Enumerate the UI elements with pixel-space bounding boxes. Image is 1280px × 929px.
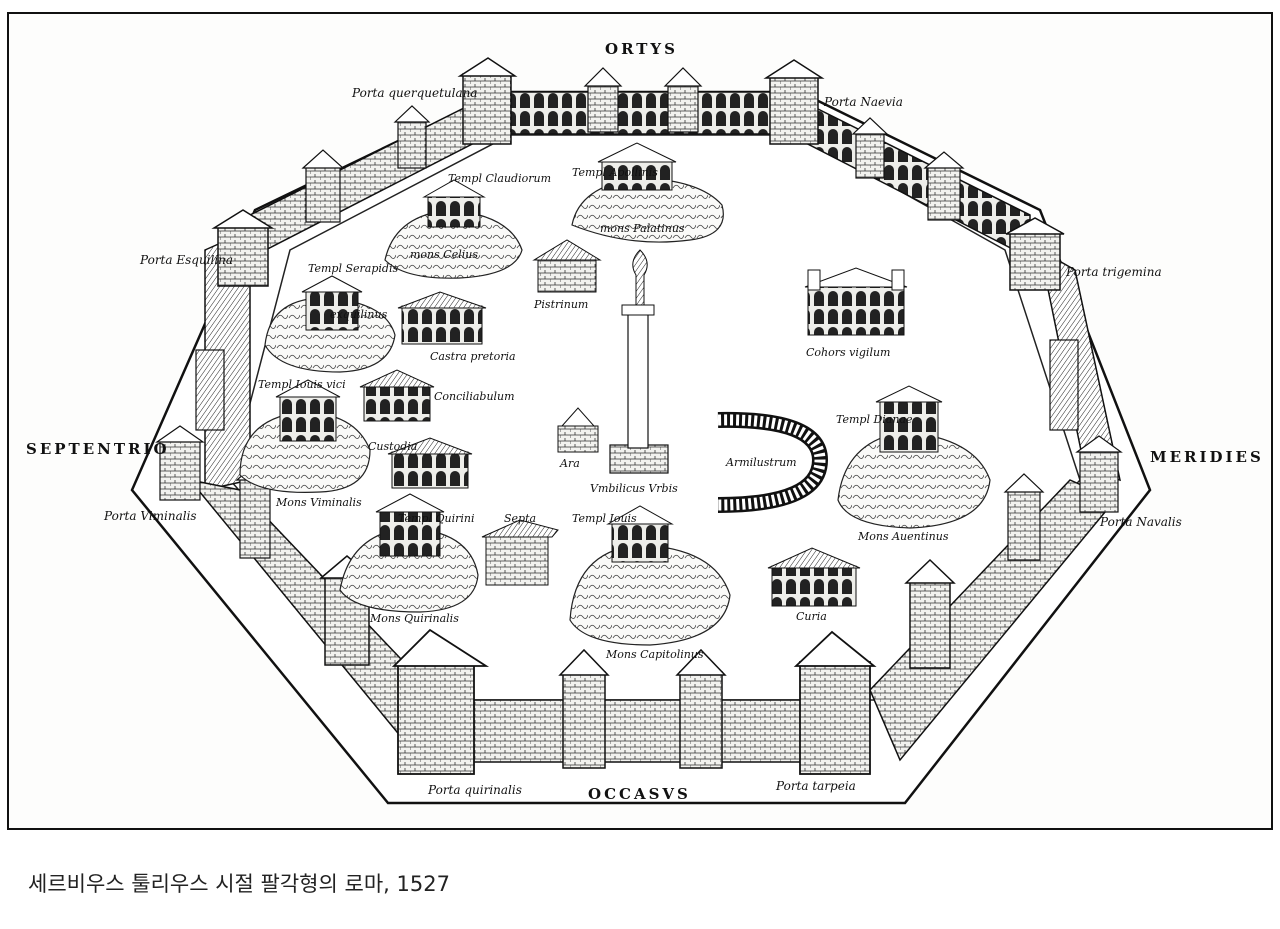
gate-label-quirinalis: Porta quirinalis bbox=[427, 783, 522, 797]
site-label: mons Celius bbox=[410, 248, 478, 261]
temple-icon bbox=[875, 385, 943, 453]
site-label: Armilustrum bbox=[725, 456, 797, 469]
tower-icon bbox=[393, 105, 431, 169]
tower-icon bbox=[457, 57, 518, 145]
site-label: Templ Claudiorum bbox=[448, 172, 551, 185]
altar-icon bbox=[557, 407, 599, 453]
tower-icon bbox=[195, 349, 225, 431]
hill-capitolinus bbox=[569, 544, 731, 646]
temple-icon bbox=[275, 379, 341, 442]
site-label: Templ Dianae bbox=[836, 413, 913, 426]
temple-icon bbox=[375, 493, 445, 557]
hill-quirinalis bbox=[339, 527, 479, 613]
building-icon bbox=[387, 437, 473, 489]
octagonal-rome-map: ORTYS OCCASVS SEPTENTRIO MERIDIES Porta … bbox=[26, 40, 1264, 805]
tower-icon bbox=[391, 628, 490, 775]
amphitheatre-icon bbox=[717, 411, 829, 513]
gate-label-tarpeia: Porta tarpeia bbox=[775, 779, 856, 793]
tower-icon bbox=[793, 630, 877, 775]
direction-north: ORTYS bbox=[605, 40, 678, 58]
hill-esquilinus bbox=[264, 297, 396, 373]
fortress-icon bbox=[804, 267, 908, 336]
tower-icon bbox=[301, 149, 345, 223]
direction-east: MERIDIES bbox=[1150, 448, 1264, 466]
gate-label-navalis: Porta Navalis bbox=[1099, 515, 1182, 529]
hill-viminalis bbox=[239, 411, 371, 493]
site-label: Templ Quirini bbox=[398, 512, 474, 525]
temple-icon bbox=[597, 142, 677, 191]
building-icon bbox=[532, 239, 602, 293]
site-label: Mons Auentinus bbox=[857, 530, 949, 543]
direction-south: OCCASVS bbox=[588, 785, 691, 803]
site-label: Vmbilicus Vrbis bbox=[590, 482, 678, 495]
site-label: Templ Iouis bbox=[572, 512, 637, 525]
column-icon bbox=[609, 249, 669, 474]
figure-caption: 세르비우스 툴리우스 시절 팔각형의 로마, 1527 bbox=[28, 872, 450, 896]
tower-icon bbox=[211, 209, 275, 287]
tower-icon bbox=[155, 425, 205, 501]
site-label: Conciliabulum bbox=[434, 390, 515, 403]
tower-icon bbox=[663, 67, 703, 133]
site-label: Castra pretoria bbox=[430, 350, 516, 363]
site-label: Templ Iouis vici bbox=[258, 378, 346, 391]
gate-label-trigemina: Porta trigemina bbox=[1065, 265, 1162, 279]
tower-icon bbox=[923, 151, 965, 221]
gate-label-querquetulana: Porta querquetulana bbox=[351, 86, 478, 100]
site-label: Curia bbox=[796, 610, 827, 623]
site-label: Templ Apollinis bbox=[572, 166, 658, 179]
site-label: Templ Serapidis bbox=[308, 262, 398, 275]
site-label: exquilinus bbox=[330, 308, 388, 321]
tower-icon bbox=[583, 67, 623, 133]
site-label: Mons Capitolinus bbox=[605, 648, 704, 661]
hill-caelius bbox=[384, 209, 523, 279]
building-icon bbox=[359, 369, 435, 422]
gate-label-viminalis: Porta Viminalis bbox=[103, 509, 197, 523]
site-label: Pistrinum bbox=[533, 298, 588, 311]
site-label: Septa bbox=[504, 512, 536, 525]
temple-icon bbox=[606, 505, 674, 563]
temple-icon bbox=[301, 275, 363, 331]
tower-icon bbox=[1075, 435, 1123, 513]
hill-aventinus bbox=[837, 431, 991, 529]
building-icon bbox=[481, 519, 559, 586]
building-icon bbox=[767, 547, 861, 607]
building-icon bbox=[397, 291, 487, 345]
site-label: Cohors vigilum bbox=[806, 346, 890, 359]
site-label: mons Palatinus bbox=[600, 222, 685, 235]
tower-icon bbox=[558, 648, 610, 769]
gate-label-esquilina: Porta Esquilina bbox=[139, 253, 233, 267]
tower-icon bbox=[675, 648, 727, 769]
site-label: Ara bbox=[559, 457, 580, 470]
tower-icon bbox=[851, 117, 889, 179]
hills bbox=[239, 177, 991, 646]
tower-icon bbox=[1003, 473, 1045, 561]
tower-icon bbox=[763, 59, 825, 145]
direction-west: SEPTENTRIO bbox=[26, 440, 170, 458]
temple-icon bbox=[422, 179, 486, 228]
tower-icon bbox=[1049, 339, 1079, 431]
site-label: Mons Quirinalis bbox=[369, 612, 459, 625]
tower-icon bbox=[904, 558, 956, 669]
site-label: Custodia bbox=[368, 440, 417, 453]
site-label: Mons Viminalis bbox=[275, 496, 362, 509]
gate-label-naevia: Porta Naevia bbox=[823, 95, 903, 109]
buildings bbox=[275, 142, 943, 607]
tower-icon bbox=[1005, 217, 1065, 291]
